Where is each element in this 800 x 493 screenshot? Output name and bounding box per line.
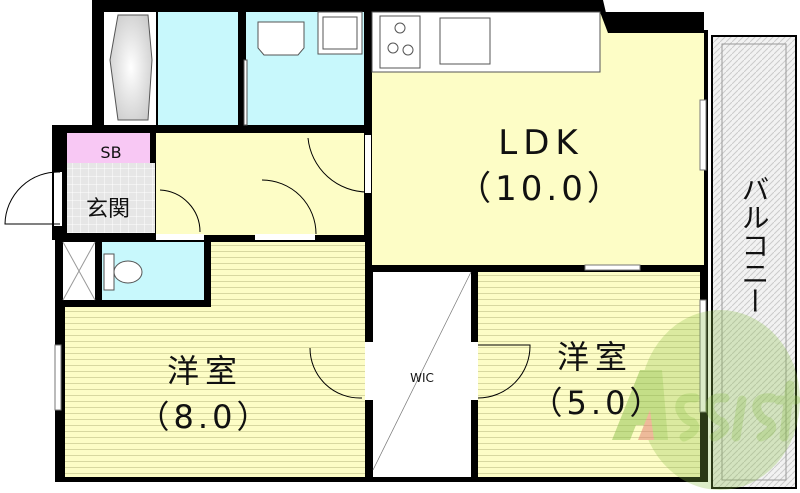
bathtub-icon [109, 14, 153, 121]
entrance [67, 163, 155, 233]
western-room-8-size: （8.0） [138, 398, 273, 436]
wic [373, 272, 471, 477]
western-room-5-size: （5.0） [531, 384, 666, 422]
kitchen-counter [371, 11, 601, 73]
sb-storage [67, 133, 150, 163]
washing-machine-icon [317, 11, 363, 55]
hallway [156, 133, 364, 235]
western-room-8-label: 洋室 [167, 352, 243, 390]
western-room-5-label: 洋室 [557, 338, 633, 376]
washbasin-icon [257, 21, 305, 56]
bathroom [158, 12, 238, 125]
western-room-8 [65, 307, 365, 477]
stove-icon [379, 15, 421, 69]
ldk-label: LDK [498, 123, 583, 163]
balcony-label: バルコニー [738, 175, 771, 315]
interior-doors[interactable] [159, 137, 531, 399]
toilet-icon [103, 253, 143, 291]
wic-label: WIC [410, 371, 434, 385]
entrance-label: 玄関 [86, 197, 130, 222]
sb-label: SB [100, 143, 121, 162]
entrance-door[interactable] [4, 171, 61, 225]
sink-icon [439, 17, 491, 65]
assist-logo [612, 310, 800, 490]
western-room-5 [478, 272, 700, 477]
ldk-size: （10.0） [457, 169, 625, 209]
